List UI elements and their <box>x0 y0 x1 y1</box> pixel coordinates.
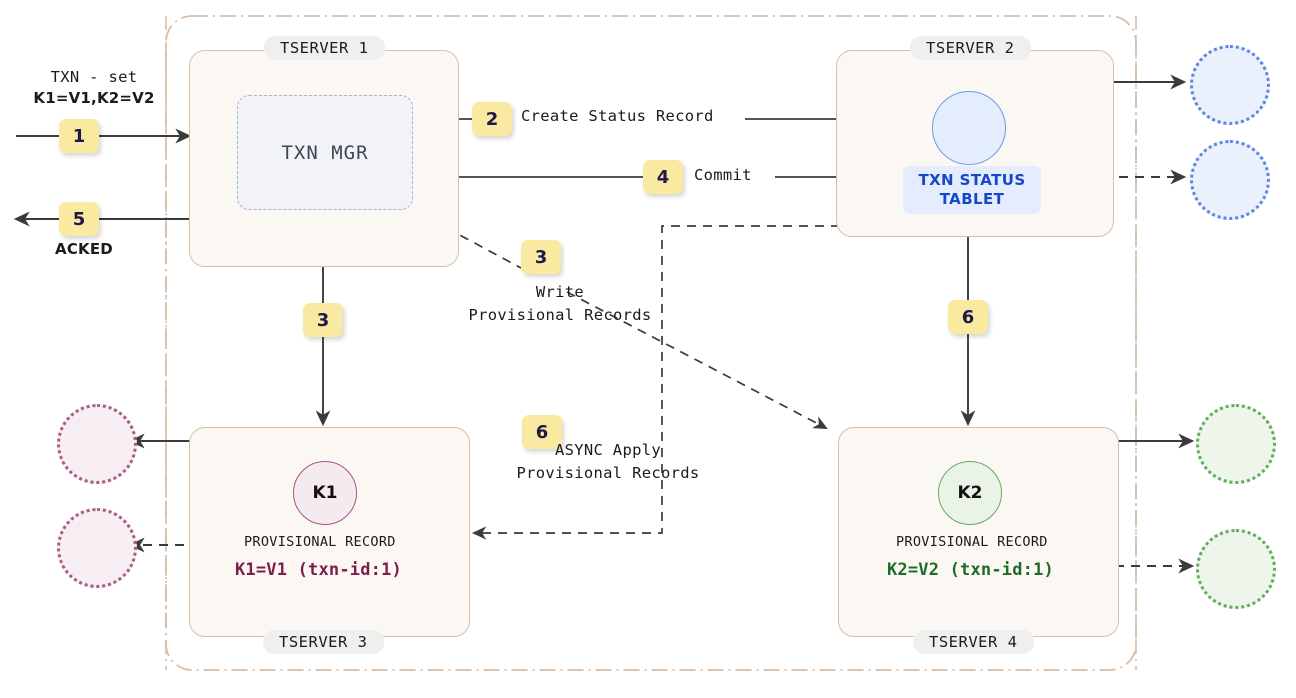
step-badge-3-mid[interactable]: 3 <box>521 240 561 274</box>
client-acked-label: ACKED <box>55 240 113 258</box>
tserver-2-replica-1[interactable] <box>1190 45 1270 125</box>
tserver-2-label: TSERVER 2 <box>910 36 1031 60</box>
tserver-4-card[interactable] <box>838 427 1119 637</box>
txn-mgr-box[interactable]: TXN MGR <box>237 95 413 210</box>
tserver-3-replica-2[interactable] <box>57 508 137 588</box>
tserver-3-provisional-value: K1=V1 (txn-id:1) <box>235 560 402 580</box>
step-badge-6-right[interactable]: 6 <box>948 300 988 334</box>
tserver-3-label: TSERVER 3 <box>263 630 384 654</box>
step-badge-3-left[interactable]: 3 <box>303 303 343 337</box>
tserver-2-replica-2[interactable] <box>1190 140 1270 220</box>
step-6-label-line2: Provisional Records <box>516 464 700 482</box>
key-circle-k1[interactable]: K1 <box>293 461 357 525</box>
step-3-label-line1: Write <box>535 283 585 301</box>
step-3-label-line2: Provisional Records <box>468 306 652 324</box>
tserver-3-card[interactable] <box>189 427 470 637</box>
step-badge-2[interactable]: 2 <box>472 102 512 136</box>
step-badge-4[interactable]: 4 <box>643 160 683 194</box>
txn-status-tablet-circle[interactable] <box>932 91 1006 165</box>
txn-status-tablet-pill: TXN STATUS TABLET <box>903 166 1041 214</box>
tserver-4-replica-1[interactable] <box>1196 404 1276 484</box>
step-badge-1[interactable]: 1 <box>59 119 99 153</box>
key-circle-k2[interactable]: K2 <box>938 461 1002 525</box>
txn-status-tablet-line1: TXN STATUS <box>918 171 1026 189</box>
step-badge-6-mid[interactable]: 6 <box>522 415 562 449</box>
tserver-4-label: TSERVER 4 <box>913 630 1034 654</box>
tserver-1-label: TSERVER 1 <box>264 36 385 60</box>
tserver-3-replica-1[interactable] <box>57 404 137 484</box>
client-request-line2: K1=V1,K2=V2 <box>33 89 155 107</box>
tserver-4-replica-2[interactable] <box>1196 529 1276 609</box>
step-2-label: Create Status Record <box>521 107 714 125</box>
step-4-label: Commit <box>694 166 752 184</box>
step-badge-5[interactable]: 5 <box>59 202 99 236</box>
step-6-label-line1: ASYNC Apply <box>555 441 661 459</box>
txn-status-tablet-line2: TABLET <box>939 189 1005 208</box>
tserver-4-provisional-title: PROVISIONAL RECORD <box>896 534 1048 550</box>
tserver-4-provisional-value: K2=V2 (txn-id:1) <box>887 560 1054 580</box>
client-request-line1: TXN - set <box>50 68 138 86</box>
tserver-3-provisional-title: PROVISIONAL RECORD <box>244 534 396 550</box>
